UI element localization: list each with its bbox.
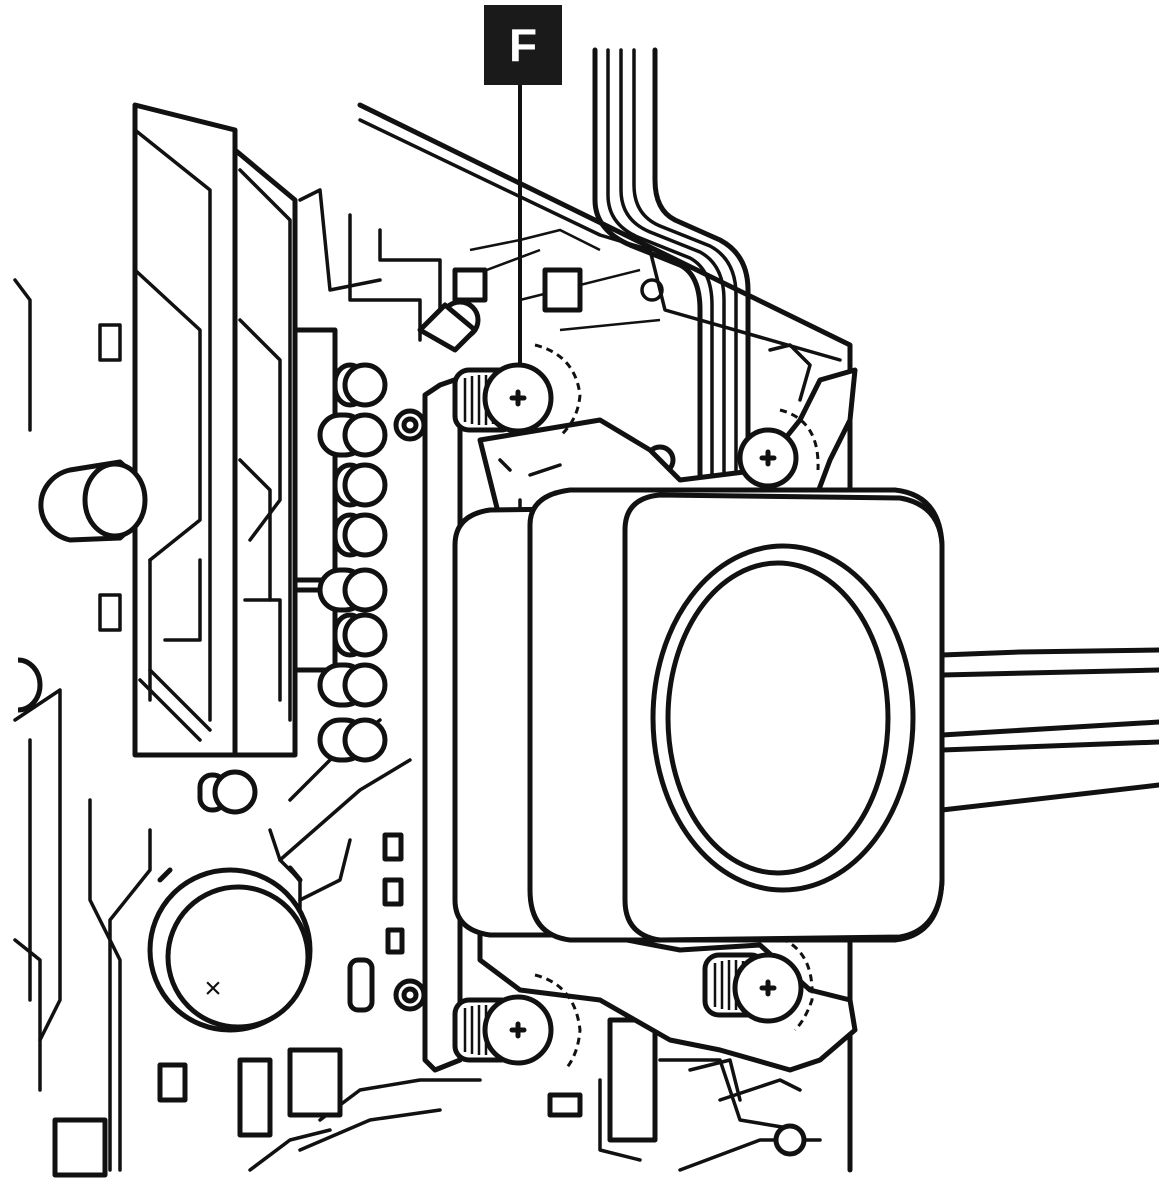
thumbscrew-bottom-left — [452, 973, 582, 1071]
ram-modules — [98, 102, 298, 758]
coolant-tubes — [939, 647, 1159, 813]
thumbscrew-top-right — [737, 408, 820, 489]
battery-mark: × — [204, 972, 222, 1005]
cmos-battery — [147, 865, 313, 1033]
thumbscrew-bottom-right — [702, 933, 814, 1032]
callout-label-f: F — [484, 5, 562, 85]
fan-cable — [592, 47, 751, 503]
pump-block — [452, 487, 945, 943]
capacitor-row — [197, 299, 676, 1012]
thumbscrew-top-left — [452, 343, 582, 438]
small-components — [52, 832, 807, 1178]
standoff-left — [17, 459, 148, 713]
